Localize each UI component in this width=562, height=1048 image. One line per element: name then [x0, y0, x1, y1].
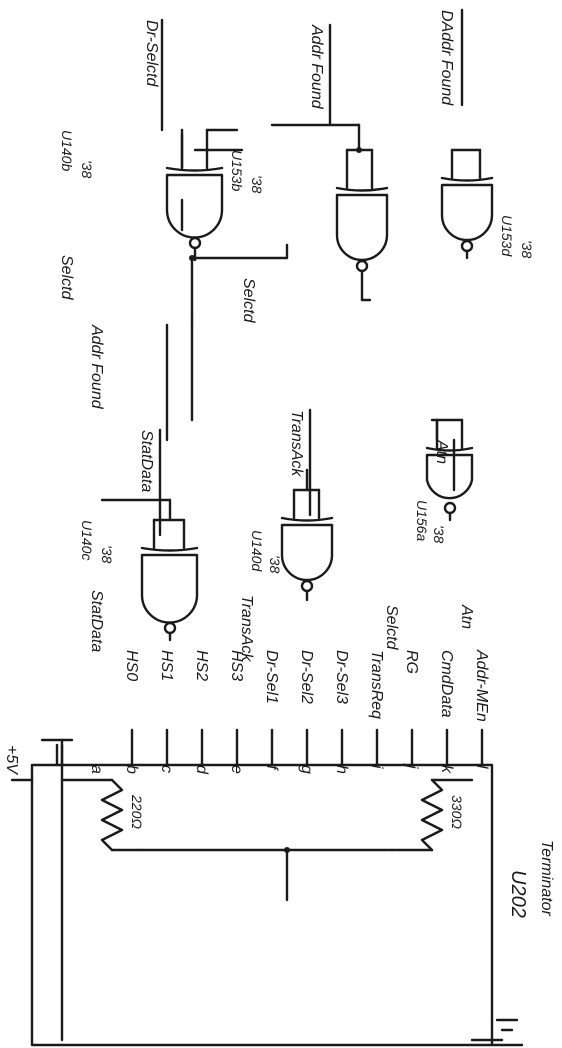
signal-hs0: HS0 [123, 650, 140, 681]
supply-label: +5V [3, 745, 20, 775]
gate-u140b-ref: U140b [59, 130, 75, 171]
terminator-ref: U202 [507, 870, 529, 918]
gate-u140c-part: '38 [99, 545, 115, 563]
gate-u140b-input-label: Selctd [58, 255, 75, 301]
gate-u153b-input-label: Selctd [240, 278, 257, 324]
gate-u140b: U140b '38 Selctd [58, 128, 239, 301]
svg-text:h: h [333, 765, 350, 774]
gate-u140c-ref: U140c [79, 520, 95, 560]
signal-hs3: HS3 [228, 650, 245, 681]
gate-u140c-input-label: StatData [88, 590, 105, 652]
signal-dr-sel2: Dr-Sel2 [298, 650, 315, 704]
gate-u156a-input1-label: Selctd [383, 605, 400, 651]
svg-text:b: b [123, 765, 140, 774]
gate-u153b-output-label: Dr-Selctd [143, 20, 160, 87]
svg-text:f: f [263, 765, 280, 771]
terminator-label: Terminator [538, 840, 555, 917]
gate-u156a: U156a '38 Atn Selctd Atn [383, 418, 475, 651]
svg-text:d: d [193, 765, 210, 775]
gate-u156a-part: '38 [431, 525, 447, 543]
terminator-u202: 220Ω 330Ω U202 Terminator +5V a b c d e … [3, 649, 555, 1047]
gate-u140d-output-label: TransAck [288, 410, 305, 477]
gate-u153b-part: '38 [249, 175, 265, 193]
signal-addr-men: Addr-MEn [473, 649, 490, 722]
gate-u140b-output: Addr Found [193, 23, 332, 152]
gate-u140b-output-label: Addr Found [308, 24, 325, 110]
signal-dr-sel3: Dr-Sel3 [333, 650, 350, 704]
gate-u153b: U153b '38 Dr-Selctd Selctd [143, 18, 389, 324]
net-addr-found: Addr Found [88, 133, 289, 442]
gate-u153b-ref: U153b [229, 150, 245, 191]
gate-u153d-part: '38 [519, 240, 535, 258]
svg-text:g: g [298, 765, 315, 774]
gate-u140c: U140c '38 StatData StatData [79, 428, 199, 652]
resistor-left-label: 220Ω [129, 794, 145, 829]
signal-transreq: TransReq [368, 650, 385, 719]
gate-u156a-output-label: Atn [433, 439, 450, 464]
gate-u140d-input-label: TransAck [238, 595, 255, 662]
signal-dr-sel1: Dr-Sel1 [263, 650, 280, 704]
pin-lines [130, 728, 484, 767]
svg-text:l: l [473, 765, 490, 769]
gate-u140d: U140d '38 TransAck TransAck [238, 408, 334, 662]
gate-u153d-ref: U153d [499, 215, 515, 257]
gate-u156a-input2-label: Atn [458, 604, 475, 629]
svg-text:i: i [368, 765, 385, 769]
resistor-right-label: 330Ω [449, 795, 465, 829]
gate-u156a-ref: U156a [414, 500, 430, 541]
gate-u140b-part: '38 [79, 160, 95, 178]
signal-hs2: HS2 [193, 650, 210, 681]
svg-text:a: a [88, 765, 105, 774]
signal-hs1: HS1 [158, 650, 175, 681]
gate-u140d-part: '38 [267, 555, 283, 573]
gate-u153d: U153d '38 DAddr Found [438, 8, 535, 260]
svg-text:k: k [438, 765, 455, 774]
signal-labels: HS0 HS1 HS2 HS3 Dr-Sel1 Dr-Sel2 Dr-Sel3 … [123, 649, 490, 722]
svg-text:c: c [158, 765, 175, 773]
signal-rg: RG [403, 650, 420, 674]
pin-letters: a b c d e f g h i j k l [88, 763, 490, 775]
net-addr-found-label: Addr Found [88, 324, 105, 410]
gate-u153d-output-label: DAddr Found [438, 10, 455, 106]
svg-text:e: e [228, 765, 245, 774]
gate-u140c-output-label: StatData [138, 430, 155, 492]
signal-cmddata: CmdData [438, 650, 455, 718]
gate-u140d-ref: U140d [249, 530, 265, 572]
